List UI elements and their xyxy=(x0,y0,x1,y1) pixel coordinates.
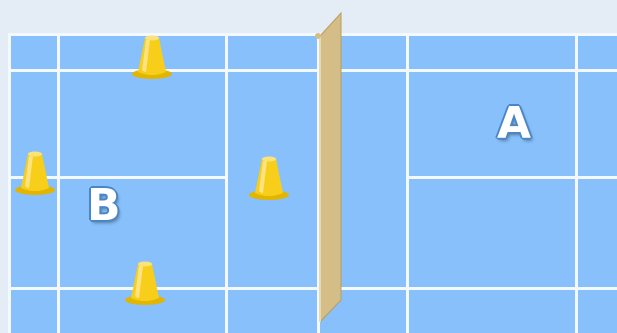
side-b-label: B xyxy=(87,184,121,228)
court-top-boundary-line xyxy=(8,33,617,36)
training-cone-icon xyxy=(130,32,174,80)
training-cone-icon xyxy=(247,153,291,201)
training-cone-icon xyxy=(13,148,57,196)
training-cone-icon xyxy=(123,258,167,306)
doubles-line-top xyxy=(8,69,617,72)
doubles-line-bottom xyxy=(8,287,617,290)
side-a-label: A xyxy=(497,102,531,146)
centre-line-a xyxy=(406,176,617,179)
